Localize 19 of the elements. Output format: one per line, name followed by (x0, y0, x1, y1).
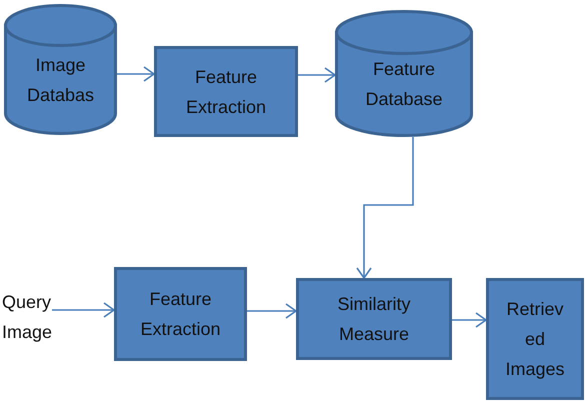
node-label: Feature Database (365, 58, 443, 111)
arrow (356, 137, 414, 279)
process-box (296, 278, 452, 360)
process-box (154, 46, 298, 137)
node-label: Similarity Measure (337, 293, 410, 346)
database-cylinder (335, 10, 473, 137)
text-label: Query Image (2, 287, 52, 347)
process-box (114, 267, 247, 361)
arrow (117, 66, 155, 82)
arrow (247, 303, 297, 319)
node-label: Retriev ed Images (505, 298, 565, 381)
arrow (52, 302, 115, 318)
node-label: Feature Extraction (186, 66, 266, 118)
node-label: Feature Extraction (140, 288, 221, 341)
node-label: Image Databas (26, 54, 94, 106)
process-box (486, 278, 584, 400)
arrow (298, 67, 336, 83)
database-cylinder (4, 4, 117, 135)
arrow (452, 312, 487, 328)
